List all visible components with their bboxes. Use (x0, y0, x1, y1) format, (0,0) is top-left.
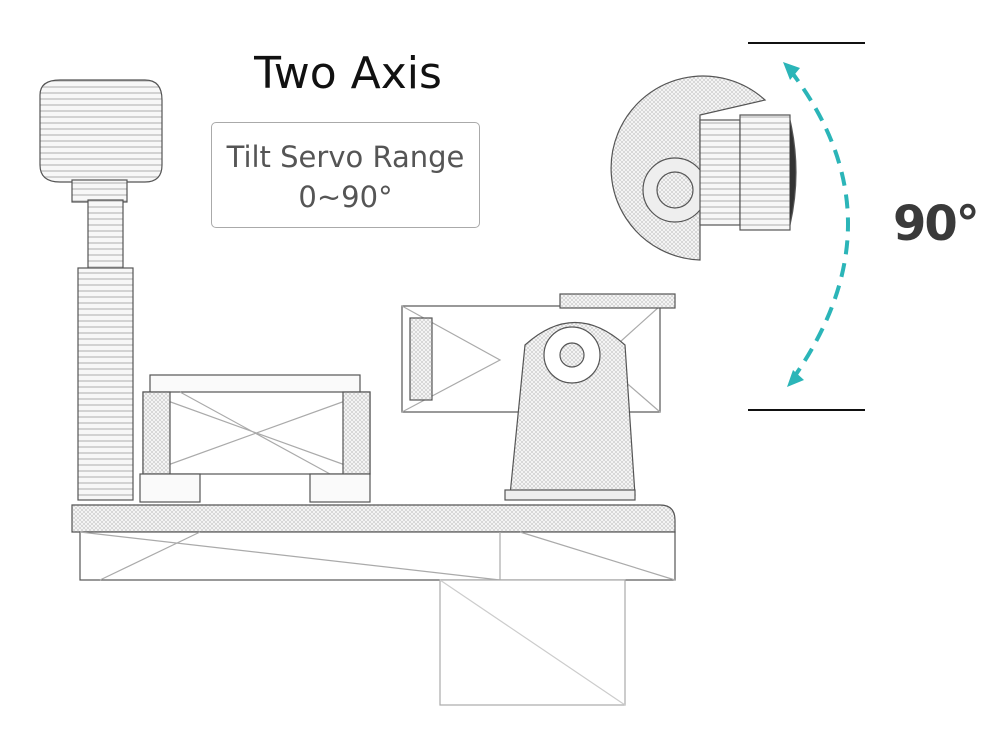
wireframe-detail (656, 171, 694, 209)
wireframe-detail (142, 391, 371, 475)
antenna-post (77, 267, 134, 501)
arrow-down-icon (787, 370, 804, 387)
wireframe-detail (789, 119, 797, 226)
tilt-bracket (509, 321, 636, 496)
wireframe-detail (142, 391, 171, 475)
tilt-range-label: Tilt Servo Range (226, 140, 465, 174)
base-plate (71, 504, 676, 533)
wireframe-detail (504, 489, 636, 501)
wireframe-detail (439, 579, 626, 706)
antenna-knob (39, 79, 163, 183)
camera-lens (699, 119, 741, 226)
wireframe-detail (139, 473, 201, 503)
diagram-title: Two Axis (254, 48, 442, 99)
antenna-shaft (87, 199, 124, 271)
arrow-up-icon (783, 62, 800, 80)
wireframe-detail (79, 531, 676, 581)
wireframe-detail (342, 391, 371, 475)
wireframe-detail (739, 114, 791, 231)
knob-collar (71, 179, 128, 203)
tilt-range-arc (788, 68, 850, 382)
angle-label: 90° (893, 196, 980, 252)
wireframe-detail (409, 317, 433, 401)
base-body (79, 531, 676, 581)
camera-platform (559, 293, 676, 309)
wireframe-detail (309, 473, 371, 503)
tilt-range-value: 0~90° (298, 180, 393, 214)
tilt-range-box: Tilt Servo Range 0~90° (211, 122, 480, 228)
wireframe-detail (559, 342, 585, 368)
wireframe-detail (39, 75, 797, 706)
